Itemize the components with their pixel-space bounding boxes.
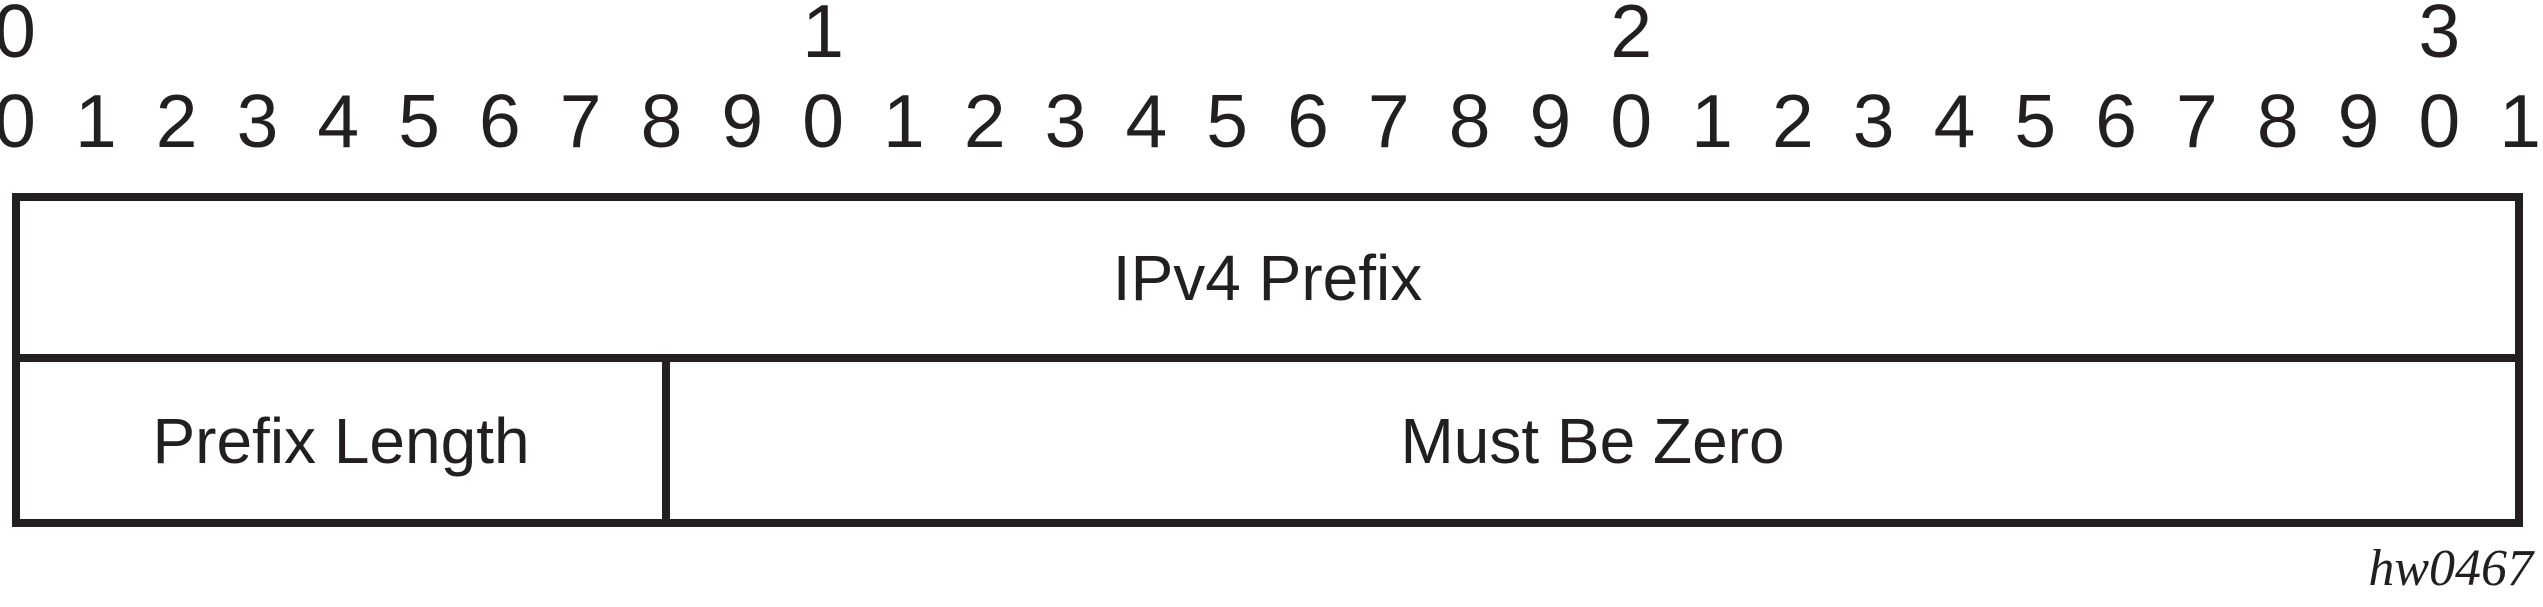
bit-number: 3 [1852,79,1895,163]
bit-number: 7 [2176,79,2218,163]
bit-number: 4 [317,79,360,163]
bit-tens-marker: 2 [1610,0,1653,73]
field-row-ipv4-prefix: IPv4 Prefix [20,201,2515,362]
bit-number: 5 [398,79,440,163]
bit-number: 0 [0,79,36,163]
bit-number: 2 [963,79,1006,163]
figure-caption: hw0467 [2368,540,2533,597]
bit-number: 6 [2095,79,2137,163]
bit-number: 6 [1287,79,1329,163]
bit-number: 0 [2418,79,2461,163]
bit-tens-marker: 1 [802,0,844,73]
bit-number: 5 [2014,79,2057,163]
bit-number: 6 [479,79,521,163]
bit-ruler-tens-row: 0 1 2 3 [0,0,2543,74]
bit-number: 4 [1933,79,1976,163]
bit-number: 8 [640,79,683,163]
bit-number: 8 [1448,79,1491,163]
bit-number: 7 [559,79,602,163]
bit-tens-marker: 3 [2418,0,2461,73]
bit-number: 3 [1044,79,1087,163]
field-row-split: Prefix Length Must Be Zero [20,362,2515,519]
bit-tens-marker: 0 [0,0,36,73]
field-label-prefix-length: Prefix Length [152,404,530,477]
bit-number: 7 [1367,79,1410,163]
bit-number: 1 [74,79,117,163]
bit-number: 2 [1771,79,1814,163]
field-cell-must-be-zero: Must Be Zero [670,362,2515,519]
bit-number: 3 [236,79,279,163]
bit-number: 2 [155,79,198,163]
field-label-ipv4-prefix: IPv4 Prefix [1112,241,1423,314]
bit-number: 1 [883,79,925,163]
bit-number: 9 [1529,79,1572,163]
bit-number: 1 [2499,79,2541,163]
field-cell-prefix-length: Prefix Length [20,362,670,519]
bit-number: 1 [1691,79,1733,163]
field-label-must-be-zero: Must Be Zero [1400,404,1785,477]
field-box: IPv4 Prefix Prefix Length Must Be Zero [12,193,2523,527]
bit-number: 4 [1125,79,1168,163]
bit-number: 9 [2337,79,2380,163]
bit-number: 5 [1206,79,1248,163]
bit-number: 0 [802,79,844,163]
bit-number: 9 [721,79,764,163]
bit-number: 0 [1610,79,1653,163]
bit-number: 8 [2256,79,2299,163]
